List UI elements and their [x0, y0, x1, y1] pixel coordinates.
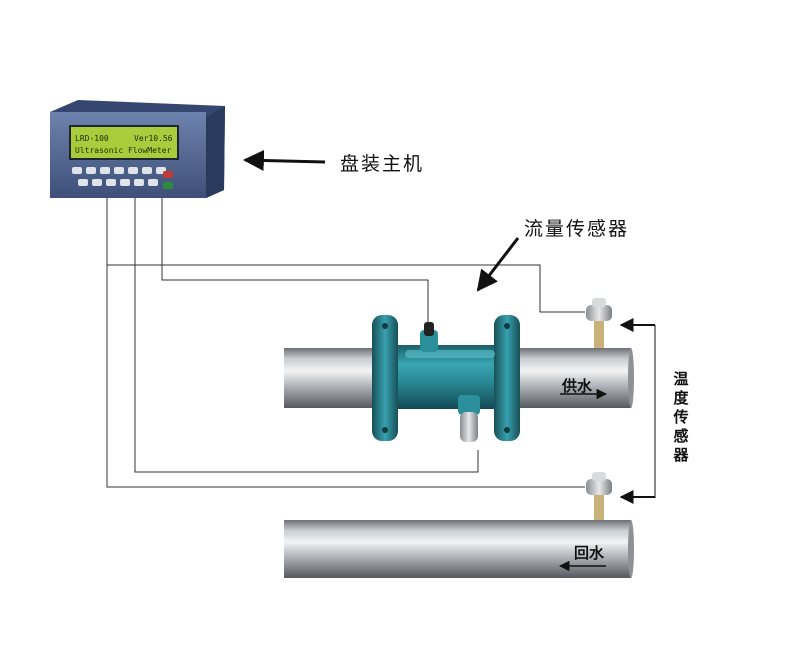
signal-wires [106, 198, 656, 498]
lcd-version: Ver10.56 [134, 134, 173, 143]
panel-meter [50, 100, 225, 198]
lcd-subtitle: Ultrasonic FlowMeter [75, 146, 172, 155]
temp-sensor-return [586, 472, 612, 520]
wire-return-temp-sensor [106, 265, 585, 488]
lcd-screen [69, 125, 179, 160]
label-panel-meter: 盘装主机 [340, 153, 425, 175]
wire-supply-temp-sensor [106, 198, 585, 313]
label-return-water: 回水 [574, 544, 605, 562]
keypad [72, 167, 173, 189]
label-supply-water: 供水 [562, 377, 593, 395]
label-flow-sensor: 流量传感器 [524, 218, 630, 240]
wire-flow-upstream [134, 198, 479, 473]
arrow-to-panel-meter [242, 149, 326, 171]
lcd-model: LRD-100 [75, 134, 109, 143]
return-pipe [284, 520, 634, 578]
arrow-to-flow-sensor [476, 237, 520, 292]
ultrasonic-flow-sensor [372, 315, 520, 442]
label-temp-sensor: 温度传感器 [673, 370, 689, 464]
wire-flow-downstream [161, 198, 429, 322]
temp-sensor-supply [586, 298, 612, 348]
